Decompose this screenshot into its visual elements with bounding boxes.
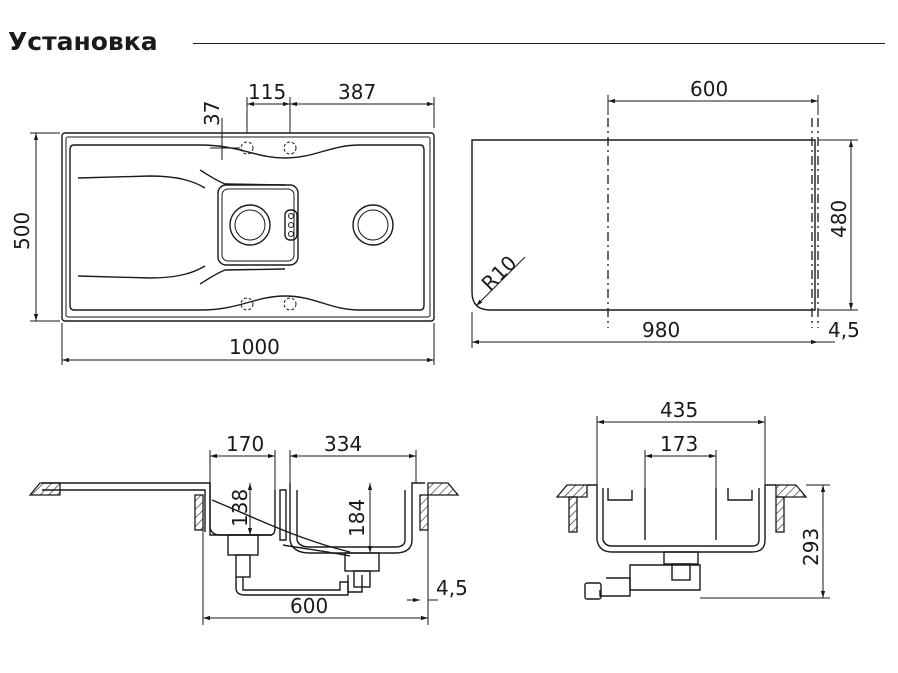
dim-480: 480 bbox=[827, 200, 851, 238]
small-strainer-body bbox=[227, 534, 259, 556]
tap-hole-2 bbox=[283, 141, 297, 155]
cutout-outline bbox=[471, 139, 816, 311]
end-strainer-pipe bbox=[671, 563, 691, 581]
connecting-pipe bbox=[235, 577, 349, 596]
tap-hole-3 bbox=[240, 297, 254, 311]
dim-184: 184 bbox=[345, 499, 369, 537]
dim-37: 37 bbox=[200, 101, 224, 126]
overflow-hose-2 bbox=[211, 499, 351, 553]
dim-138: 138 bbox=[228, 489, 252, 527]
cutout-view: 600 480 980 4,5 R10 bbox=[471, 77, 860, 348]
drainboard-groove-upper-2 bbox=[199, 169, 286, 186]
end-rim-left bbox=[607, 488, 633, 501]
end-section-view: 435 173 293 bbox=[555, 398, 830, 600]
end-outlet-elbow bbox=[584, 582, 602, 600]
dim-600-side: 600 bbox=[290, 594, 328, 618]
countertop-left bbox=[28, 482, 61, 496]
end-bowl-outer bbox=[587, 484, 776, 553]
end-rim-right bbox=[727, 488, 753, 501]
small-bowl bbox=[217, 184, 299, 266]
drainboard-groove-lower bbox=[77, 265, 206, 279]
sink-top-view: 115 387 37 500 1000 bbox=[10, 80, 435, 365]
page-title: Установка bbox=[8, 27, 158, 56]
end-bowl-walls bbox=[644, 488, 717, 540]
radius-leader bbox=[475, 256, 526, 307]
tap-hole-4 bbox=[283, 297, 297, 311]
dim-334: 334 bbox=[324, 432, 362, 456]
drainboard-profile-inner bbox=[42, 489, 206, 532]
dim-980: 980 bbox=[642, 318, 680, 342]
dim-500: 500 bbox=[10, 212, 34, 250]
small-strainer-pipe bbox=[235, 554, 251, 578]
end-outlet-pipe bbox=[599, 577, 631, 597]
drainboard-groove-upper bbox=[77, 175, 206, 189]
overflow-tube bbox=[279, 489, 287, 541]
end-bowl-inner bbox=[602, 488, 760, 547]
small-bowl-inner bbox=[221, 188, 295, 262]
cabinet-wall-left bbox=[194, 494, 204, 531]
dim-4-5-side: 4,5 bbox=[436, 576, 468, 600]
dim-r10: R10 bbox=[477, 251, 522, 296]
cabinet-wall-right bbox=[419, 494, 429, 531]
sink-outline bbox=[61, 132, 435, 322]
tap-hole-1 bbox=[240, 141, 254, 155]
overflow-slot bbox=[284, 209, 298, 241]
drainboard-groove-lower-2 bbox=[199, 268, 286, 285]
main-bowl-drain bbox=[352, 204, 394, 246]
end-countertop-right bbox=[775, 484, 808, 498]
dim-293: 293 bbox=[799, 528, 823, 566]
dim-435: 435 bbox=[660, 398, 698, 422]
main-strainer-body bbox=[344, 552, 380, 572]
end-strainer bbox=[663, 551, 699, 565]
dim-173: 173 bbox=[660, 432, 698, 456]
small-bowl-drain bbox=[229, 204, 271, 246]
overflow-hole-3 bbox=[288, 231, 294, 237]
main-bowl-inner bbox=[296, 490, 406, 548]
main-bowl-drain-inner bbox=[357, 209, 389, 241]
end-wall-left bbox=[568, 496, 578, 533]
side-section-view: 170 334 138 184 600 4,5 bbox=[28, 432, 468, 625]
end-countertop-left bbox=[555, 484, 588, 498]
main-bowl-section bbox=[289, 482, 425, 554]
sink-outline-inner bbox=[65, 136, 431, 318]
overflow-hole-2 bbox=[288, 222, 294, 228]
dim-600-cutout: 600 bbox=[690, 77, 728, 101]
overflow-hole-1 bbox=[288, 213, 294, 219]
siphon-trap bbox=[347, 575, 363, 593]
dim-387: 387 bbox=[338, 80, 376, 104]
dim-115: 115 bbox=[248, 80, 286, 104]
title-divider bbox=[193, 43, 885, 44]
dim-4-5-cutout: 4,5 bbox=[828, 318, 860, 342]
small-bowl-drain-inner bbox=[234, 209, 266, 241]
countertop-right bbox=[427, 482, 460, 496]
dim-170: 170 bbox=[226, 432, 264, 456]
drainboard-basin-shape bbox=[69, 144, 425, 311]
end-wall-right bbox=[775, 496, 785, 533]
dim-1000: 1000 bbox=[229, 335, 280, 359]
overflow-hose bbox=[282, 544, 351, 557]
